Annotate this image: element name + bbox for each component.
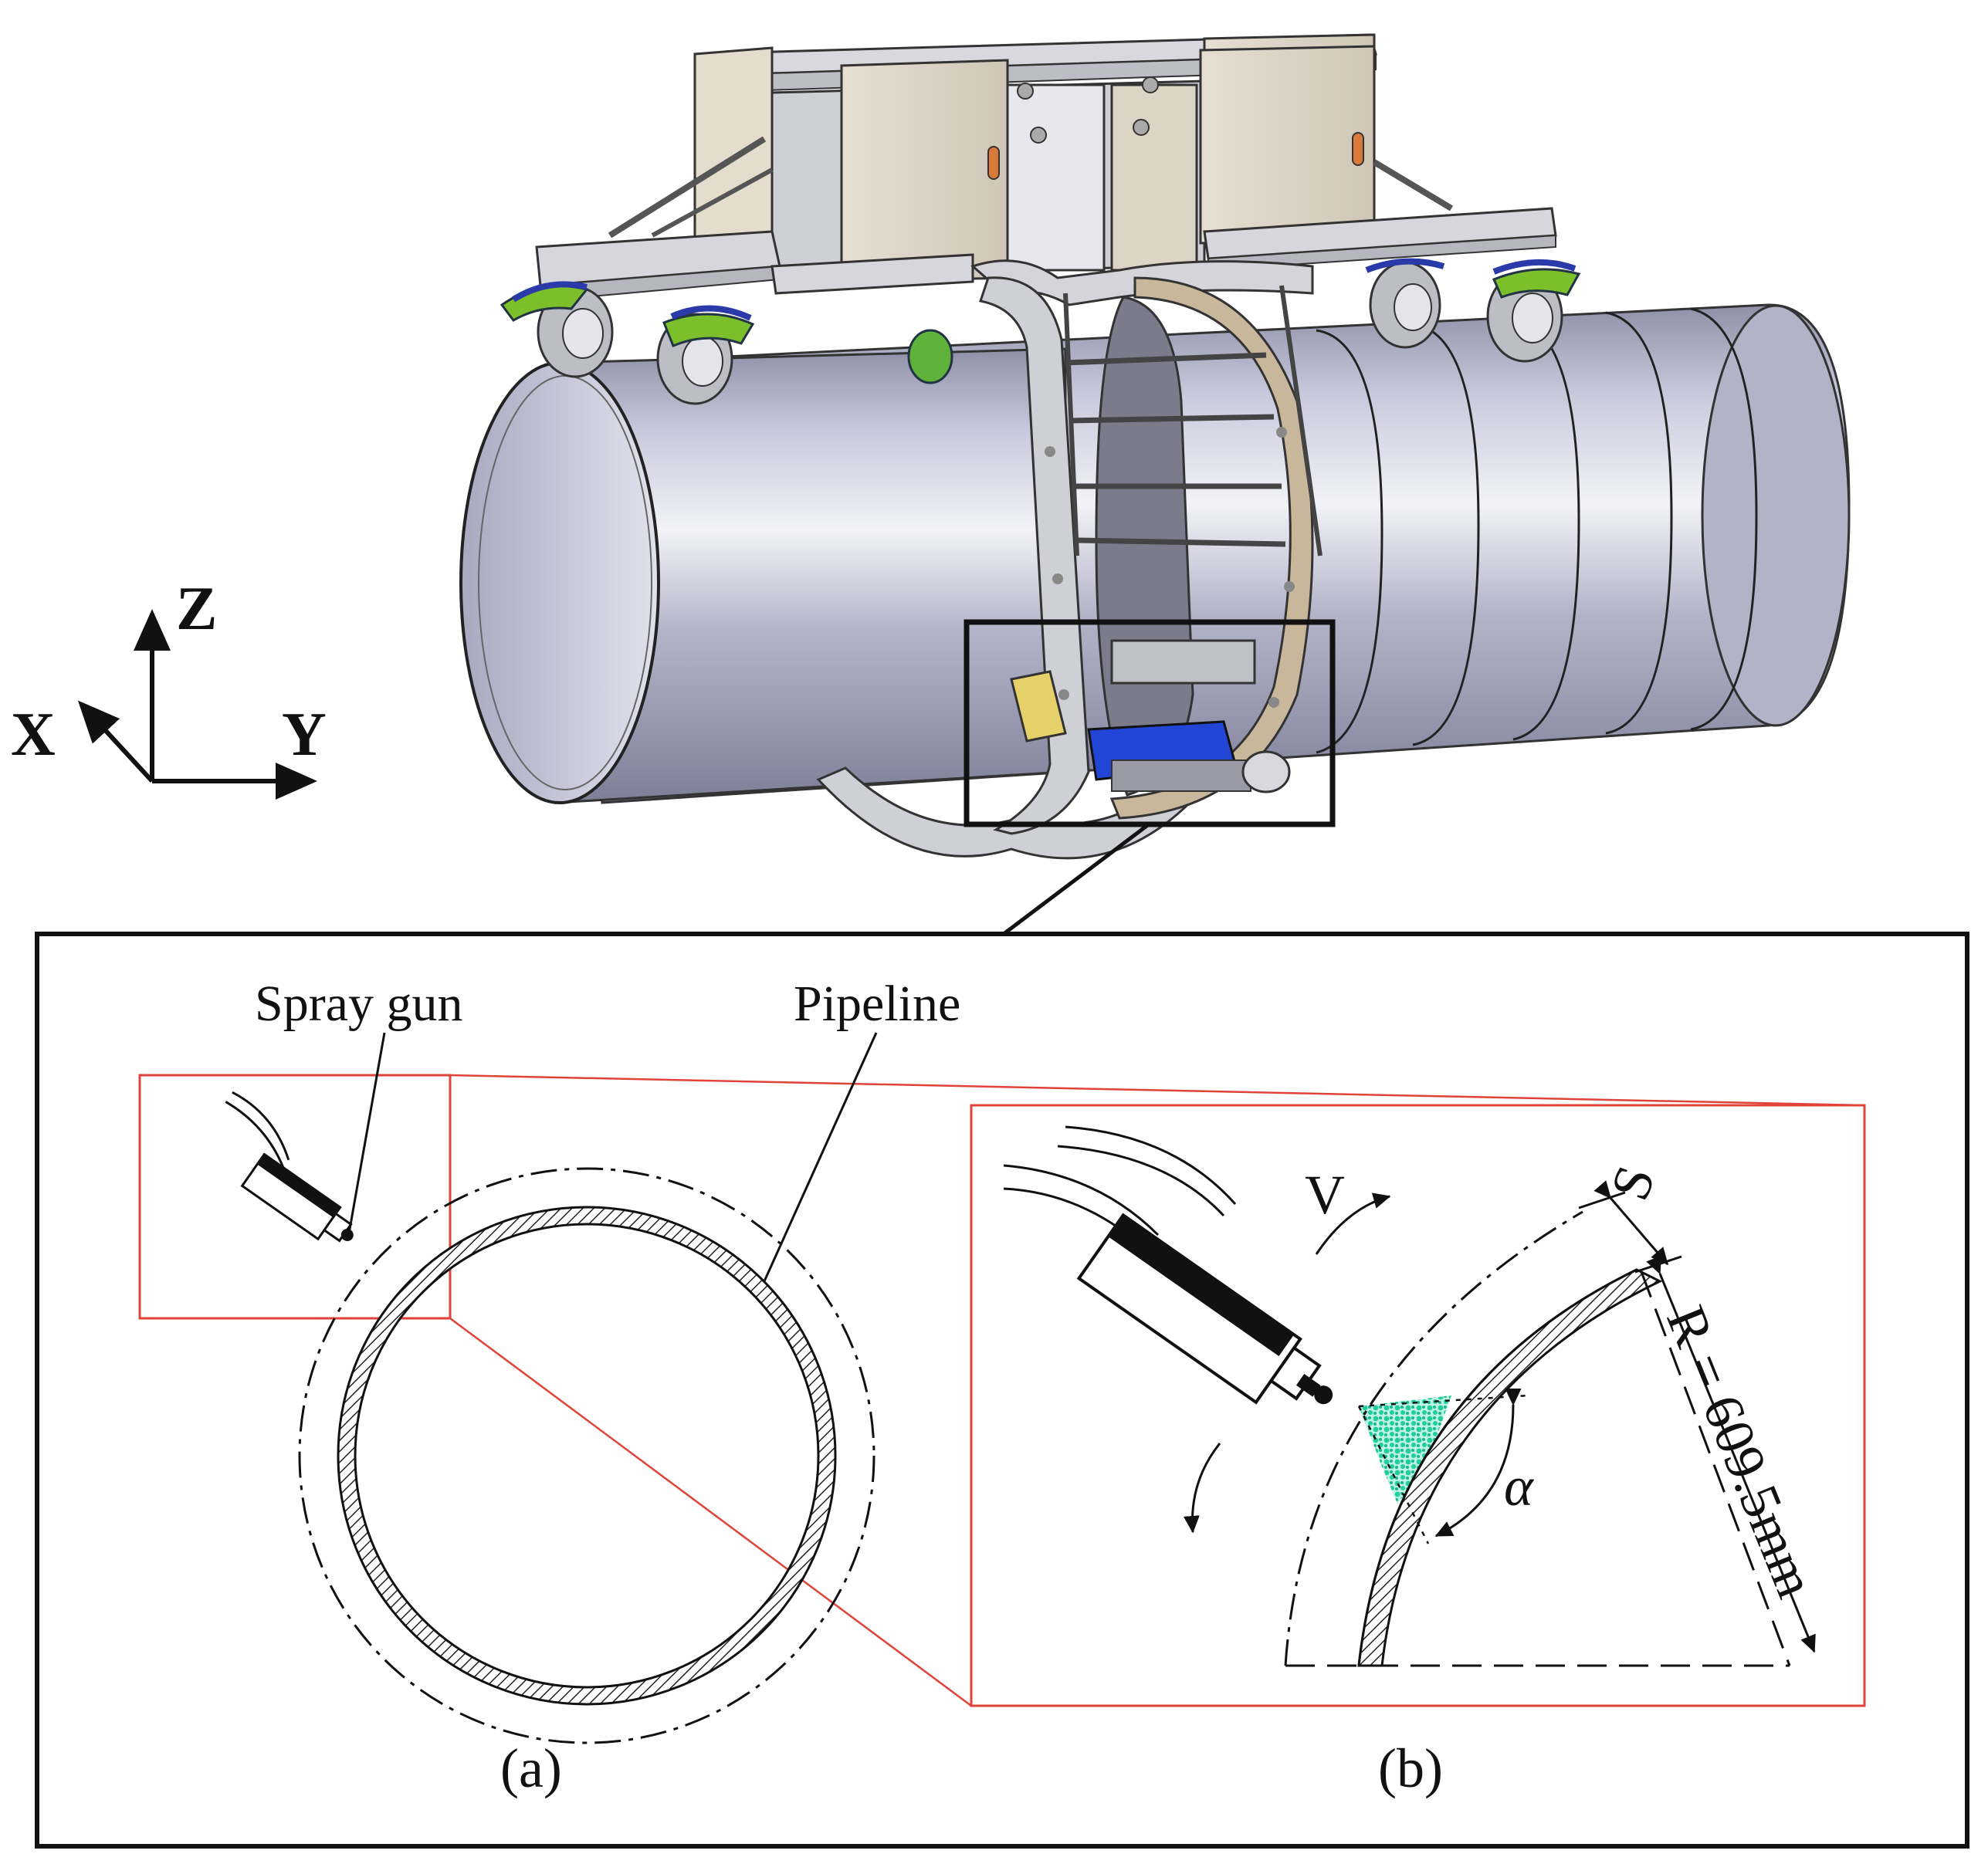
wheel-2 bbox=[656, 305, 755, 405]
spray-gun-leader bbox=[347, 1032, 386, 1234]
control-box-right bbox=[1199, 45, 1376, 245]
panel-b-detail: V S α R = 609.5mm (b) bbox=[1003, 1125, 1827, 1799]
pipeline-leader bbox=[763, 1032, 878, 1282]
spray-orbit-arc bbox=[1284, 1210, 1583, 1666]
detail-leader-line bbox=[1002, 823, 1150, 935]
spray-gun-small bbox=[225, 1091, 354, 1243]
spray-gun-label: Spray gun bbox=[255, 976, 462, 1032]
left-outrigger bbox=[535, 136, 974, 303]
clamp-ring bbox=[970, 259, 1323, 835]
panel-b-label: (b) bbox=[1378, 1737, 1443, 1799]
spray-cone bbox=[1359, 1395, 1451, 1504]
spray-carriage bbox=[1087, 720, 1291, 793]
axis-x-label: X bbox=[11, 701, 56, 769]
wheel-3 bbox=[907, 329, 953, 384]
control-box-left bbox=[840, 59, 1009, 283]
spray-gun-large bbox=[1076, 1213, 1333, 1405]
top-frame bbox=[693, 33, 1377, 283]
panel-a-label: (a) bbox=[500, 1737, 562, 1799]
coordinate-axes: Z X Y bbox=[11, 575, 327, 800]
panel-a-cross-section: Spray gun Pipeline (a) bbox=[225, 976, 960, 1799]
wheel-5 bbox=[1486, 259, 1581, 363]
wheel-4 bbox=[1365, 258, 1445, 349]
zoom-connector-bottom bbox=[449, 1317, 972, 1707]
axis-z-label: Z bbox=[176, 575, 217, 643]
rotation-arrow-top bbox=[1315, 1192, 1391, 1255]
zoom-target-box bbox=[970, 1104, 1866, 1707]
pipeline-label: Pipeline bbox=[794, 976, 960, 1032]
gap-label: S bbox=[1599, 1158, 1668, 1208]
wheel-1 bbox=[500, 281, 614, 378]
pipe-rendering bbox=[459, 303, 1851, 804]
zoom-connector-top bbox=[449, 1074, 1865, 1107]
velocity-label: V bbox=[1305, 1164, 1345, 1226]
rotation-arrow-left bbox=[1183, 1443, 1221, 1534]
alpha-label: α bbox=[1504, 1456, 1534, 1517]
radius-label: R = 609.5mm bbox=[1654, 1297, 1827, 1606]
right-outrigger bbox=[1203, 159, 1557, 272]
zoom-source-box bbox=[138, 1074, 452, 1320]
detail-panel-frame bbox=[35, 932, 1969, 1849]
coating-robot-render bbox=[459, 33, 1851, 935]
spray-orbit-circle bbox=[298, 1167, 875, 1744]
axis-y-label: Y bbox=[282, 701, 327, 769]
detail-highlight-box bbox=[964, 619, 1336, 827]
pipe-wall-section bbox=[338, 1207, 835, 1704]
